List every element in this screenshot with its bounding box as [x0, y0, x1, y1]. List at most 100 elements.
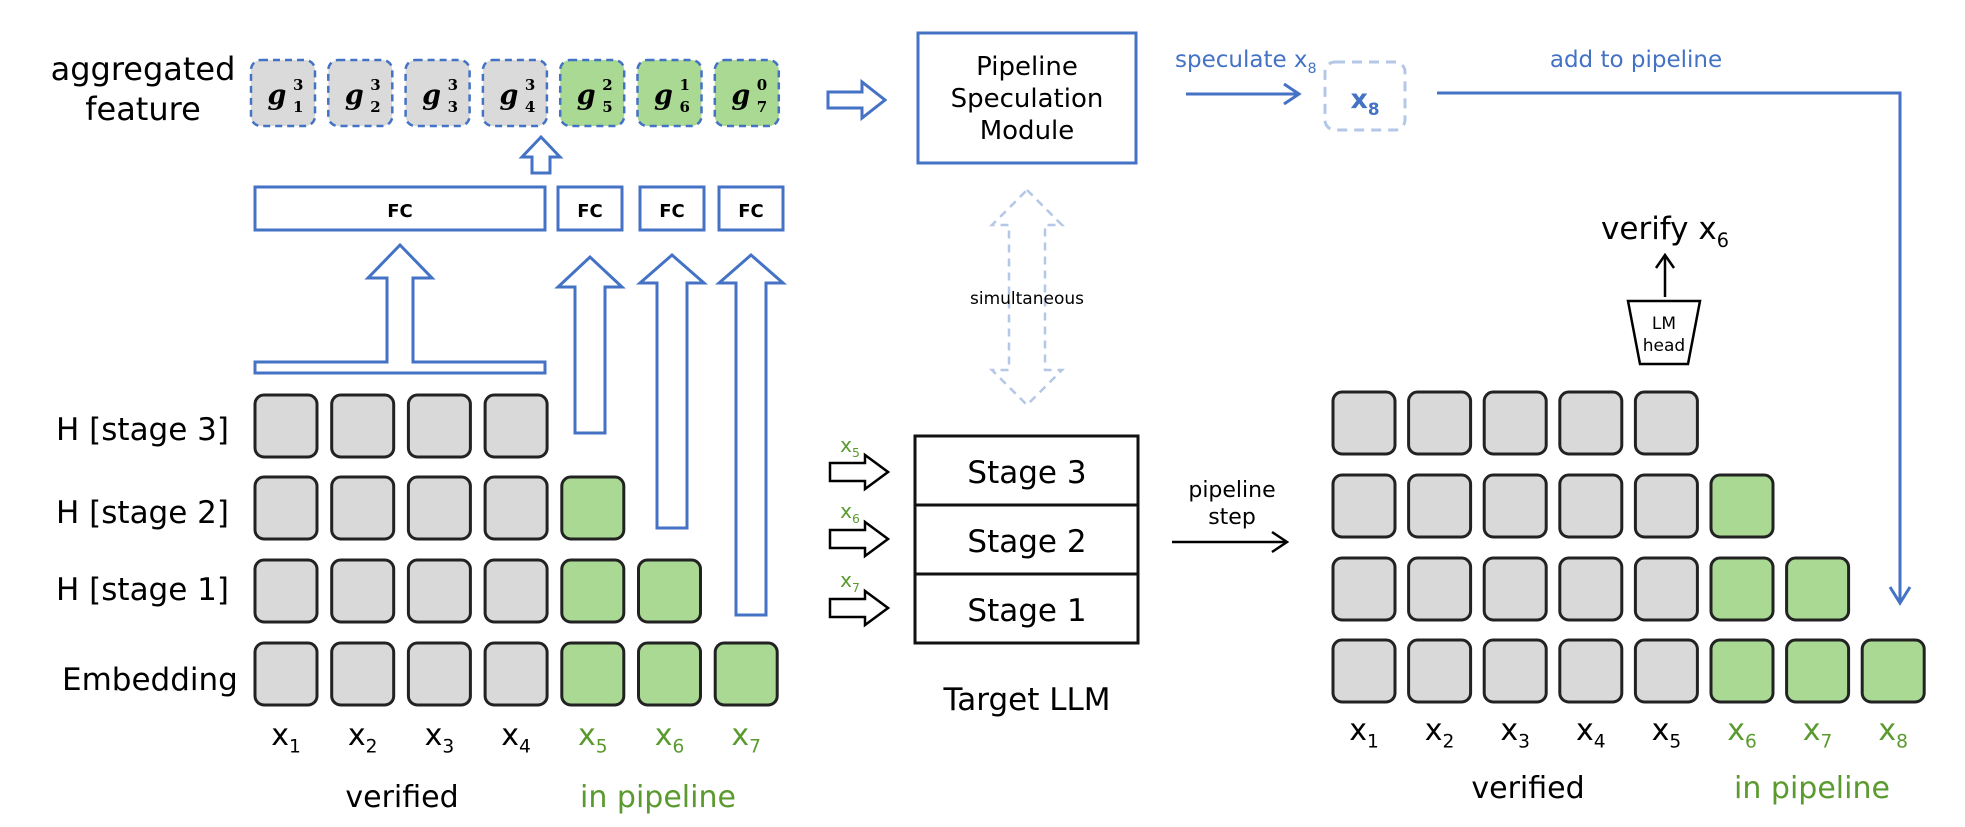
feature-sub-g2: 2 [370, 98, 380, 116]
add-to-pipeline-arrowhead [1888, 586, 1912, 606]
right-state-r3-c1 [1331, 638, 1397, 704]
right-hidden-state-grid [1331, 390, 1926, 704]
stage3-aggregate-arrow [253, 242, 547, 375]
right-state-r3-c4 [1558, 638, 1624, 704]
stage1-input-arrow [828, 588, 891, 628]
left-state-r1-c2 [330, 475, 396, 541]
left-state-r2-c4 [483, 558, 549, 624]
fc-box-5 [556, 185, 624, 232]
left-state-r3-c5 [560, 641, 626, 707]
feature-sup-g4: 3 [525, 76, 535, 94]
x6-feature-arrow [636, 253, 708, 530]
feature-label-g2: g [345, 80, 364, 111]
right-state-r2-c7 [1785, 556, 1851, 622]
feature-sup-g1: 3 [293, 76, 303, 94]
fc-box-7 [717, 185, 785, 232]
right-token-x7: x7 [1803, 713, 1833, 753]
feature-sub-g1: 1 [293, 98, 303, 116]
right-state-r2-c1 [1331, 556, 1397, 622]
right-state-r0-c3 [1482, 390, 1548, 456]
feature-box-g6 [636, 58, 703, 128]
verify-arrowhead [1654, 252, 1676, 269]
left-state-r3-c4 [483, 641, 549, 707]
feature-sup-g3: 3 [448, 76, 458, 94]
right-token-x4: x4 [1576, 713, 1606, 753]
right-token-x1: x1 [1349, 713, 1379, 753]
left-state-r1-c4 [483, 475, 549, 541]
stage2-input-token: x6 [840, 499, 860, 526]
left-state-r2-c2 [330, 558, 396, 624]
stage2-box [913, 503, 1140, 576]
speculate-label: speculate x8 [1175, 47, 1317, 77]
left-in-pipeline-label: in pipeline [580, 780, 736, 815]
right-in-pipeline-label: in pipeline [1734, 771, 1890, 806]
stage3-input-arrow [828, 452, 891, 492]
left-state-r3-c2 [330, 641, 396, 707]
module-label-line3: Module [980, 116, 1075, 146]
left-state-r3-c3 [406, 641, 472, 707]
right-state-r0-c5 [1633, 390, 1699, 456]
aggregated-feature-label-line1: aggregated [51, 50, 236, 88]
speculate-arrowhead [1283, 82, 1302, 106]
feature-box-g1 [249, 58, 317, 128]
fc-label-6: FC [659, 201, 685, 222]
row-label-h-stage3: H [stage 3] [56, 412, 229, 448]
fc-box-main [253, 185, 547, 232]
right-state-r3-c8 [1860, 638, 1926, 704]
left-hidden-state-grid [253, 393, 779, 707]
add-to-pipeline-path [1437, 91, 1902, 602]
feature-label-g5: g [577, 80, 596, 111]
pipeline-step-arrowhead [1271, 530, 1290, 554]
features-to-module-arrow [826, 78, 888, 122]
simultaneous-double-arrow [988, 188, 1066, 407]
row-label-embedding: Embedding [62, 662, 238, 698]
right-token-x5: x5 [1652, 713, 1682, 753]
right-token-x8: x8 [1878, 713, 1908, 753]
right-state-r3-c5 [1633, 638, 1699, 704]
left-state-r0-c3 [406, 393, 472, 459]
stage1-label: Stage 1 [967, 593, 1086, 629]
right-state-r2-c2 [1407, 556, 1473, 622]
feature-sub-g5: 5 [602, 98, 612, 116]
module-label-line2: Speculation [951, 84, 1104, 114]
left-verified-label: verified [345, 780, 458, 815]
aggregate-up-arrow [518, 134, 564, 175]
row-label-h-stage2: H [stage 2] [56, 495, 229, 531]
pipeline-step-label-line1: pipeline [1188, 478, 1275, 503]
left-state-r2-c3 [406, 558, 472, 624]
x7-feature-arrow [715, 253, 787, 617]
fc-box-6 [638, 185, 706, 232]
speculated-token-label: x8 [1350, 84, 1379, 119]
right-state-r0-c1 [1331, 390, 1397, 456]
row-label-h-stage1: H [stage 1] [56, 572, 229, 608]
left-token-x4: x4 [501, 718, 531, 758]
left-state-r0-c2 [330, 393, 396, 459]
target-llm-label: Target LLM [942, 682, 1110, 718]
feature-box-g3 [404, 58, 471, 128]
left-state-r2-c6 [637, 558, 702, 624]
right-state-r2-c6 [1709, 556, 1775, 622]
feature-label-g6: g [654, 80, 673, 111]
target-llm-stages: Stage 3 Stage 2 Stage 1 [913, 434, 1140, 645]
right-state-r1-c5 [1633, 473, 1699, 539]
feature-label-g1: g [268, 80, 287, 111]
right-state-r1-c3 [1482, 473, 1548, 539]
left-token-x5: x5 [578, 718, 608, 758]
left-state-r3-c7 [713, 641, 779, 707]
right-token-x6: x6 [1727, 713, 1757, 753]
pipeline-step-label-line2: step [1208, 505, 1256, 530]
right-state-r1-c2 [1407, 473, 1473, 539]
stage1-input-token: x7 [840, 568, 860, 595]
feature-box-g7 [713, 58, 781, 128]
feature-sub-g4: 4 [525, 98, 535, 116]
right-state-r1-c4 [1558, 473, 1624, 539]
left-token-x1: x1 [271, 718, 301, 758]
lm-head-label-line1: LM [1652, 314, 1676, 334]
module-label-line1: Pipeline [976, 52, 1078, 82]
left-state-r3-c6 [637, 641, 702, 707]
aggregated-feature-label-line2: feature [85, 90, 201, 128]
right-state-r0-c4 [1558, 390, 1624, 456]
stage1-box [913, 572, 1140, 645]
